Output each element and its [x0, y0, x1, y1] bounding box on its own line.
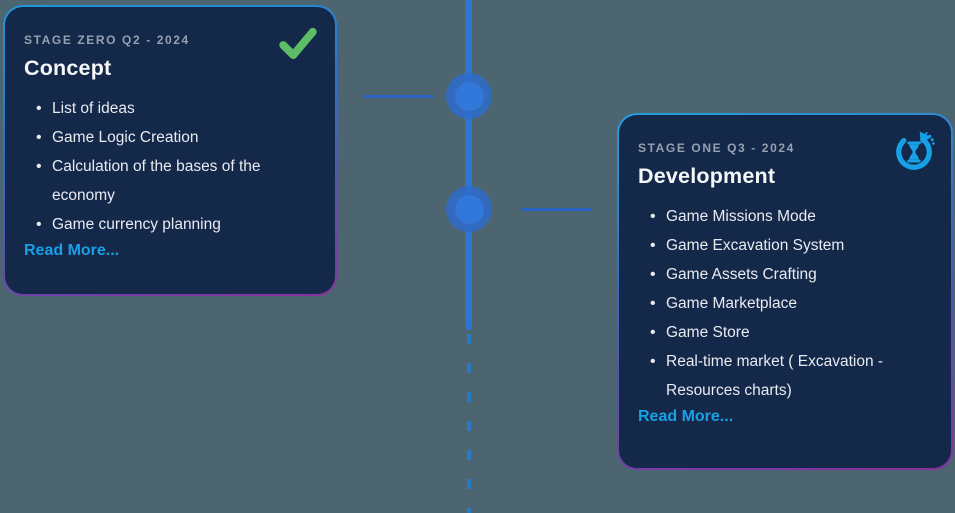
- card-title: Concept: [24, 56, 112, 80]
- timeline-node-concept: [446, 73, 492, 119]
- list-item: Game Assets Crafting: [638, 260, 933, 289]
- timeline-node-development: [446, 186, 492, 232]
- timeline-line-dashed: [467, 334, 471, 513]
- list-item: Calculation of the bases of the economy: [24, 152, 317, 210]
- timeline-connector-right: [521, 208, 591, 211]
- card-development-body: STAGE ONE Q3 - 2024 Development Game Mis…: [619, 115, 951, 468]
- timeline-node-inner: [454, 81, 484, 111]
- timeline-connector-left: [363, 95, 433, 98]
- list-item: Game currency planning: [24, 210, 317, 239]
- feature-list: Game Missions Mode Game Excavation Syste…: [638, 202, 933, 405]
- list-item: Game Excavation System: [638, 231, 933, 260]
- list-item: Game Missions Mode: [638, 202, 933, 231]
- stage-label: STAGE ZERO Q2 - 2024: [24, 33, 190, 47]
- in-progress-icon: [893, 131, 935, 173]
- timeline-node-inner: [454, 194, 484, 224]
- card-concept: STAGE ZERO Q2 - 2024 Concept List of ide…: [3, 5, 337, 296]
- card-development: STAGE ONE Q3 - 2024 Development Game Mis…: [617, 113, 953, 470]
- read-more-link[interactable]: Read More...: [24, 242, 120, 259]
- check-icon: [277, 23, 319, 65]
- read-more-link[interactable]: Read More...: [638, 408, 734, 425]
- list-item: List of ideas: [24, 94, 317, 123]
- card-concept-body: STAGE ZERO Q2 - 2024 Concept List of ide…: [5, 7, 335, 294]
- stage-label: STAGE ONE Q3 - 2024: [638, 141, 795, 155]
- card-title: Development: [638, 164, 776, 188]
- list-item: Real-time market ( Excavation - Resource…: [638, 347, 933, 405]
- timeline-line-solid: [465, 0, 472, 330]
- feature-list: List of ideas Game Logic Creation Calcul…: [24, 94, 317, 239]
- list-item: Game Store: [638, 318, 933, 347]
- list-item: Game Marketplace: [638, 289, 933, 318]
- list-item: Game Logic Creation: [24, 123, 317, 152]
